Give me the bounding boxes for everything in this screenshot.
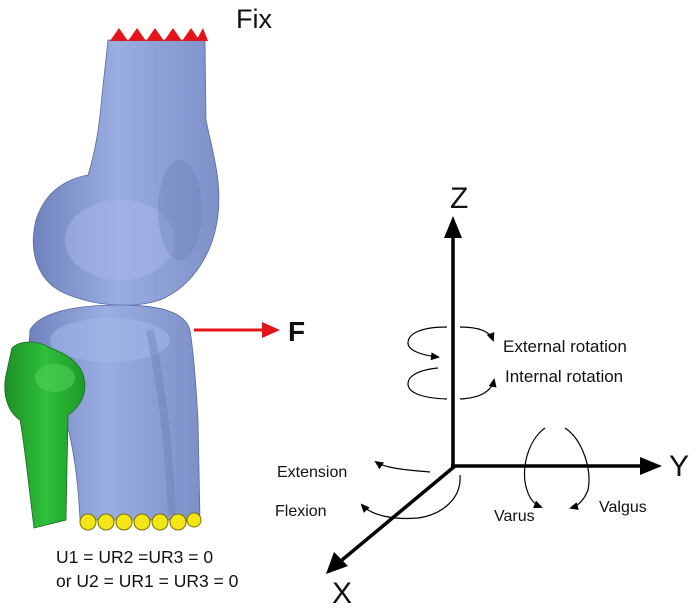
- internal-rotation-arrow-left: [407, 367, 448, 400]
- tibia-crest-shadow: [146, 329, 176, 516]
- extension-label: Extension: [277, 464, 347, 481]
- fibula-head-highlight: [35, 364, 75, 392]
- axis-y-label: Y: [669, 450, 689, 483]
- external-rotation-arrow: [407, 326, 448, 361]
- support-marker: [79, 513, 97, 531]
- fix-marker: [128, 28, 146, 41]
- varus-arrow: [523, 427, 546, 509]
- fix-label: Fix: [236, 4, 272, 34]
- knee-bone-model: [4, 28, 280, 531]
- rotation-arrows: [360, 326, 590, 520]
- femur-condyle-shadow: [158, 160, 202, 260]
- support-marker: [151, 513, 169, 531]
- external-rotation-label: External rotation: [503, 337, 627, 356]
- support-marker: [186, 512, 202, 528]
- x-axis-arrowhead: [326, 552, 348, 574]
- force-arrow: [194, 322, 280, 338]
- support-marker: [97, 513, 115, 531]
- tibia-plateau-highlight: [50, 318, 170, 362]
- external-rotation-arrow-right: [459, 326, 495, 342]
- fix-marker: [110, 28, 128, 41]
- flexion-label: Flexion: [275, 503, 327, 520]
- femur-condyle-highlight: [65, 200, 175, 280]
- internal-rotation-arrow: [459, 378, 497, 400]
- valgus-label: Valgus: [599, 499, 647, 516]
- z-axis-arrowhead: [444, 216, 462, 238]
- force-label: F: [288, 316, 305, 347]
- support-marker: [133, 513, 151, 531]
- flexion-arrow: [360, 474, 461, 520]
- valgus-arrow: [564, 427, 590, 510]
- coordinate-axes: [340, 232, 646, 562]
- axis-z-label: Z: [450, 182, 468, 215]
- support-marker: [169, 513, 187, 531]
- fix-marker: [196, 28, 208, 41]
- fix-marker: [146, 28, 164, 41]
- axis-x-label: X: [332, 577, 352, 608]
- fix-marker: [182, 28, 200, 41]
- y-axis-arrowhead: [640, 457, 662, 475]
- x-axis: [340, 464, 457, 562]
- boundary-condition-line-1: U1 = UR2 =UR3 = 0: [56, 547, 214, 567]
- support-marker: [115, 513, 133, 531]
- support-boundary-markers: [79, 512, 202, 531]
- extension-arrow: [374, 460, 431, 473]
- fix-boundary-markers: [110, 28, 208, 41]
- boundary-condition-line-2: or U2 = UR1 = UR3 = 0: [56, 571, 239, 591]
- internal-rotation-label: Internal rotation: [505, 367, 623, 386]
- varus-label: Varus: [494, 508, 535, 525]
- fix-marker: [164, 28, 182, 41]
